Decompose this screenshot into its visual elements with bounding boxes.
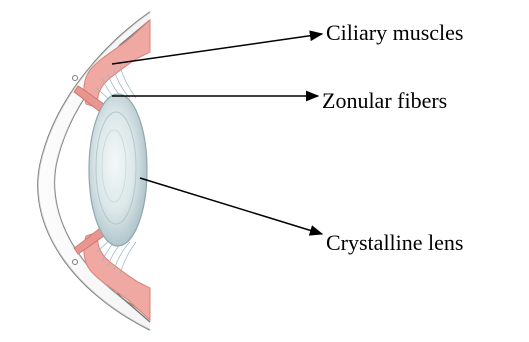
arrow-crystalline-lens	[140, 178, 322, 234]
label-zonular-fibers: Zonular fibers	[322, 89, 447, 113]
crystalline-lens-shape	[89, 94, 147, 246]
label-ciliary-muscles: Ciliary muscles	[326, 21, 463, 45]
label-crystalline-lens: Crystalline lens	[326, 231, 463, 255]
cornea-mark-upper	[73, 76, 78, 81]
